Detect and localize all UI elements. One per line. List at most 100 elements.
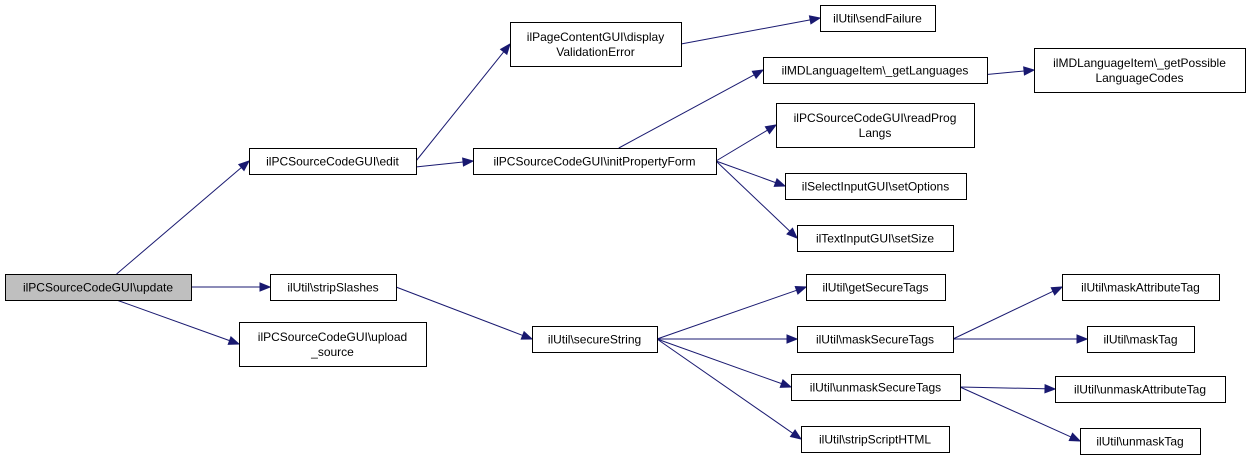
node-initprop[interactable]: ilPCSourceCodeGUI\initPropertyForm [473,148,717,175]
node-edit[interactable]: ilPCSourceCodeGUI\edit [249,148,417,175]
edge-masksec-to-maskattr [952,286,1064,340]
node-masksec[interactable]: ilUtil\maskSecureTags [797,326,954,353]
node-box [791,374,961,401]
node-box [1055,376,1226,403]
node-box [1080,428,1201,455]
node-gettags[interactable]: ilUtil\getSecureTags [806,274,946,301]
arrowhead-icon [764,124,778,135]
edge-line [116,299,230,342]
edge-line [715,160,776,184]
node-strip[interactable]: ilUtil\stripSlashes [270,274,397,301]
edge-initprop-to-readprog [715,124,778,162]
node-box [797,225,954,252]
node-label: Langs [859,126,892,140]
node-label: ilUtil\secureString [548,333,641,347]
node-box [763,57,988,84]
arrowhead-icon [794,285,808,295]
node-label: ilPCSourceCodeGUI\update [23,281,173,295]
node-box [270,274,397,301]
node-box [532,326,658,353]
arrowhead-icon [773,177,787,187]
edge-line [959,386,1046,390]
node-label: ilUtil\unmaskSecureTags [810,381,941,395]
node-box [239,322,427,367]
arrowhead-icon [1050,286,1064,296]
node-box [806,274,946,301]
edge-line [395,286,523,336]
node-maskattr[interactable]: ilUtil\maskAttributeTag [1062,274,1220,301]
arrowhead-icon [786,227,798,239]
edge-line [680,19,811,45]
edge-strip-to-secure [395,286,534,340]
node-possible[interactable]: ilMDLanguageItem\_getPossibleLanguageCod… [1034,48,1246,93]
arrowhead-icon [237,160,251,172]
node-label: ilUtil\unmaskTag [1096,435,1183,449]
node-masktag[interactable]: ilUtil\maskTag [1087,326,1195,353]
node-label: ilUtil\sendFailure [833,12,922,26]
node-upload[interactable]: ilPCSourceCodeGUI\upload_source [239,322,427,367]
edge-line [415,51,505,162]
node-secure[interactable]: ilUtil\secureString [532,326,658,353]
node-label: ilUtil\getSecureTags [822,281,928,295]
arrowhead-icon [1023,66,1036,76]
edge-masksec-to-masktag [953,334,1089,344]
arrowhead-icon [227,335,241,345]
node-box [797,326,954,353]
edge-line [656,289,797,340]
node-label: ilTextInputGUI\setSize [816,232,934,246]
edge-edit-to-display [415,42,511,162]
arrowhead-icon [1044,384,1057,394]
edge-display-to-sendfail [680,15,822,45]
edge-line [656,338,794,434]
arrowhead-icon [789,429,803,440]
arrowhead-icon [462,157,475,167]
node-setopt[interactable]: ilSelectInputGUI\setOptions [785,173,967,200]
node-label: ilMDLanguageItem\_getLanguages [782,64,969,78]
node-label: ilUtil\stripSlashes [287,281,378,295]
node-label: ilMDLanguageItem\_getPossible [1053,56,1226,70]
edge-line [656,338,782,385]
edge-update-to-upload [116,299,241,345]
node-box [5,274,192,301]
node-label: ilUtil\unmaskAttributeTag [1074,383,1206,397]
function-nodes: ilPCSourceCodeGUI\update ilPCSourceCodeGU… [5,5,1246,455]
node-box [510,22,682,67]
edge-secure-to-unmasksec [656,338,793,388]
edge-unmasksec-to-unmasktag [959,386,1082,442]
edge-line [959,386,1072,438]
node-label: ilUtil\maskSecureTags [816,333,934,347]
node-label: ValidationError [556,45,634,59]
node-getlang[interactable]: ilMDLanguageItem\_getLanguages [763,57,988,84]
node-box [1087,326,1195,353]
arrowhead-icon [520,330,534,340]
node-label: ilPCSourceCodeGUI\readProg [794,111,957,125]
node-label: ilUtil\maskTag [1103,333,1177,347]
node-label: ilPageContentGUI\display [527,30,664,44]
node-label: ilUtil\stripScriptHTML [819,433,931,447]
node-sendfail[interactable]: ilUtil\sendFailure [820,5,936,32]
edge-initprop-to-setsize [715,160,798,239]
edge-update-to-strip [191,282,272,292]
edge-secure-to-stripscript [656,338,803,440]
node-box [473,148,717,175]
node-unmasktag[interactable]: ilUtil\unmaskTag [1080,428,1201,455]
arrowhead-icon [786,334,799,344]
node-setsize[interactable]: ilTextInputGUI\setSize [797,225,954,252]
arrowhead-icon [1068,432,1082,442]
node-unmasksec[interactable]: ilUtil\unmaskSecureTags [791,374,961,401]
edge-secure-to-gettags [656,285,808,340]
node-stripscript[interactable]: ilUtil\stripScriptHTML [801,426,950,453]
edge-line [618,74,755,149]
node-label: ilSelectInputGUI\setOptions [802,180,949,194]
node-update[interactable]: ilPCSourceCodeGUI\update [5,274,192,301]
node-unmaskattr[interactable]: ilUtil\unmaskAttributeTag [1055,376,1226,403]
node-box [785,173,967,200]
node-box [1034,48,1246,93]
edge-line [116,167,242,275]
arrowhead-icon [751,69,765,80]
node-box [801,426,950,453]
edge-initprop-to-getlang [618,69,765,149]
node-label: ilUtil\maskAttributeTag [1081,281,1200,295]
